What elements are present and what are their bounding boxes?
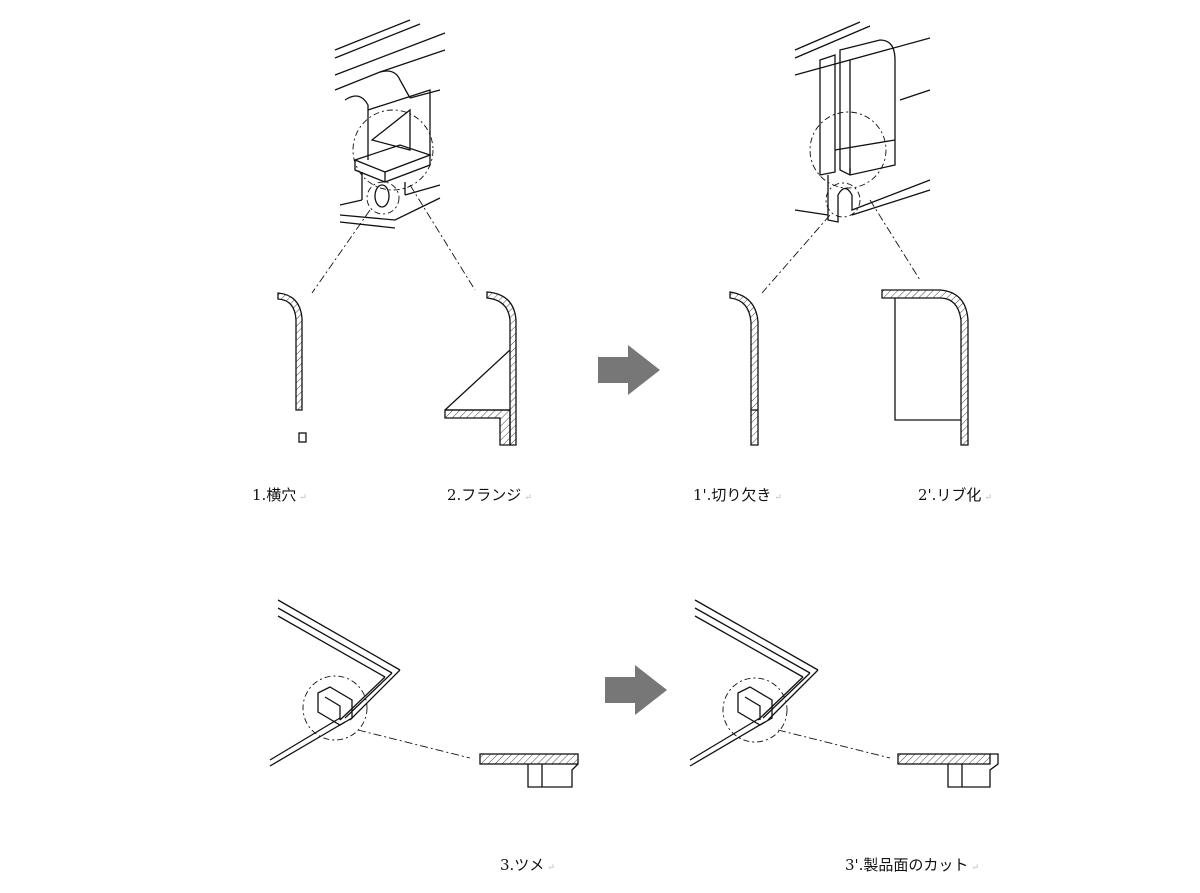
caption-1: 1.横穴↵ [252, 484, 307, 505]
section-1p-notch [729, 291, 759, 446]
arrow-right-icon [605, 665, 667, 715]
return-mark: ↵ [971, 863, 979, 873]
caption-text: 1.横穴 [252, 486, 297, 504]
section-2p-rib [881, 289, 969, 446]
return-mark: ↵ [524, 493, 532, 503]
return-mark: ↵ [299, 493, 307, 503]
section-2-flange [444, 291, 517, 446]
caption-text: 3'.製品面のカット [845, 856, 969, 874]
return-mark: ↵ [984, 493, 992, 503]
caption-3: 3.ツメ↵ [500, 854, 555, 875]
caption-3p: 3'.製品面のカット↵ [845, 854, 979, 875]
return-mark: ↵ [774, 493, 782, 503]
section-1-hole [277, 292, 307, 443]
caption-text: 3.ツメ [500, 856, 545, 874]
caption-2: 2.フランジ↵ [447, 484, 532, 505]
caption-2p: 2'.リブ化↵ [918, 484, 992, 505]
part-iso-before [311, 19, 476, 294]
part-claw-after [689, 599, 999, 788]
part-claw-before [269, 599, 579, 788]
caption-1p: 1'.切り欠き↵ [693, 484, 782, 505]
part-iso-after [761, 21, 931, 294]
caption-text: 1'.切り欠き [693, 486, 772, 504]
return-mark: ↵ [547, 863, 555, 873]
caption-text: 2.フランジ [447, 486, 522, 504]
arrow-right-icon [598, 345, 660, 395]
caption-text: 2'.リブ化 [918, 486, 982, 504]
